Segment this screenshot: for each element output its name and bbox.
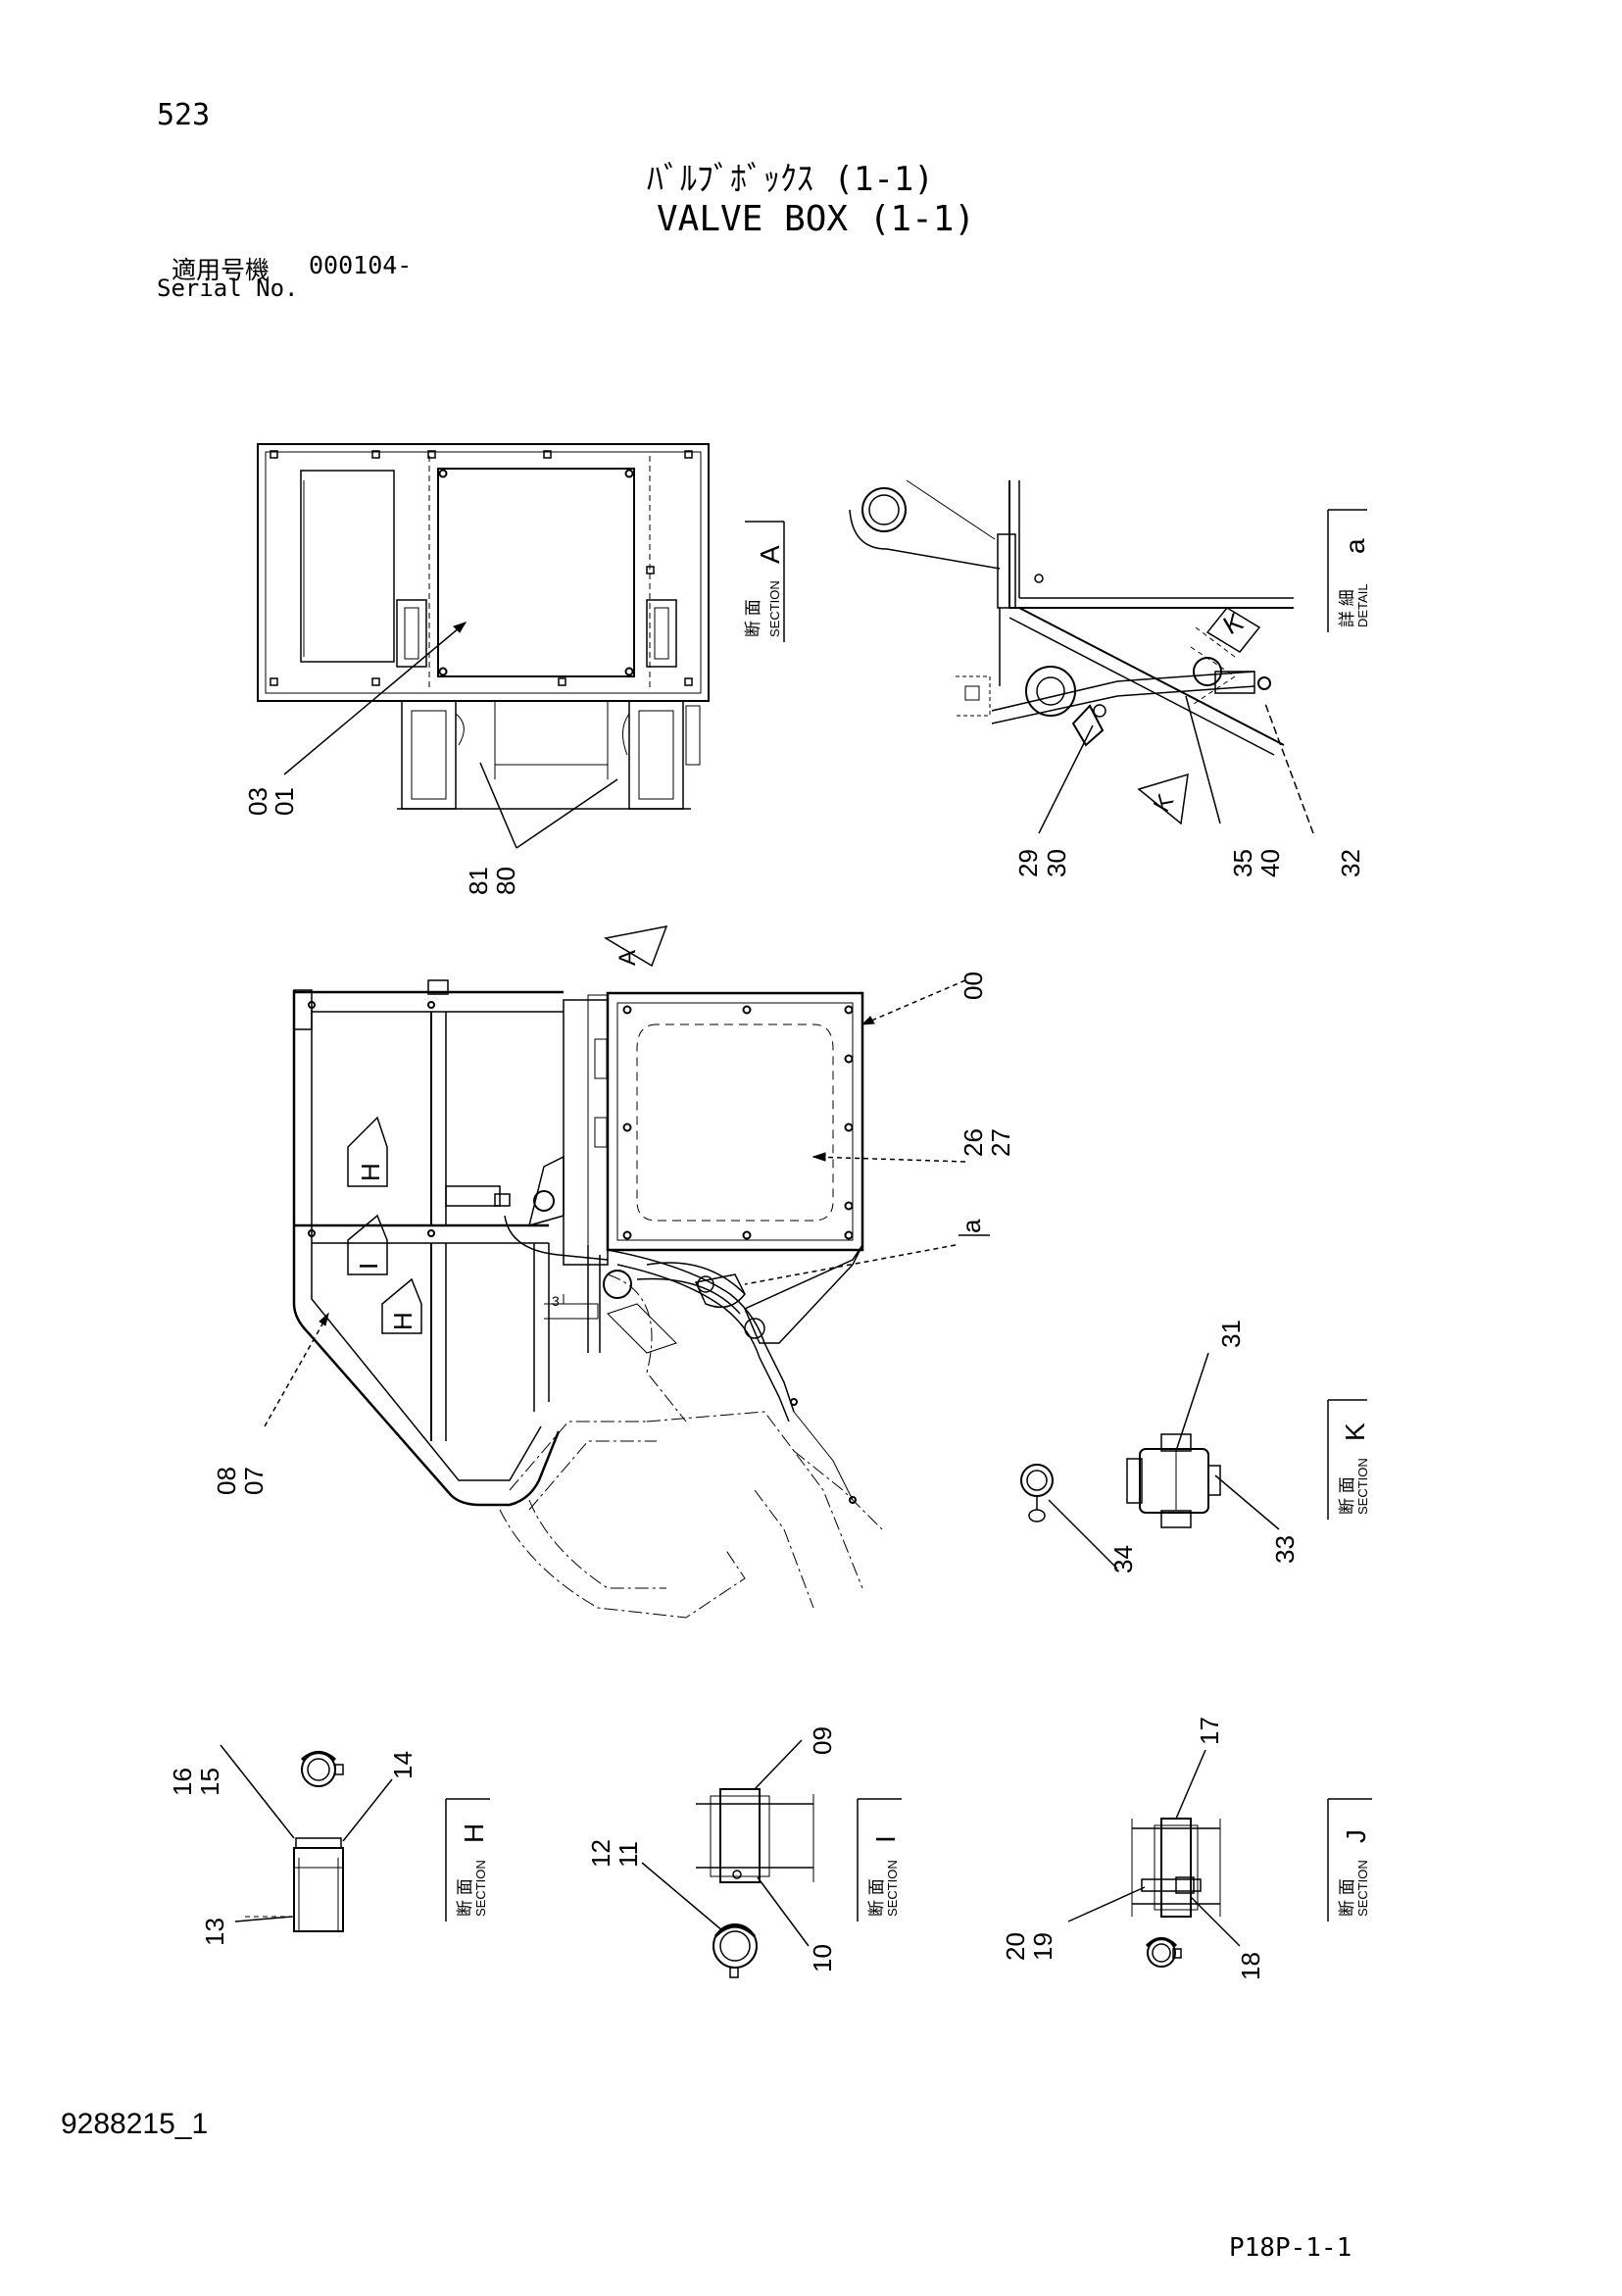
callout-14: 14 — [388, 1751, 418, 1779]
svg-text:3: 3 — [552, 1293, 560, 1309]
section-i-label-jp: 断 面 — [867, 1878, 886, 1917]
svg-text:A: A — [614, 950, 641, 966]
callout-40: 40 — [1255, 849, 1285, 877]
callout-03: 03 — [243, 787, 272, 816]
title-japanese: ﾊﾞﾙﾌﾞﾎﾞｯｸｽ (1-1) — [647, 160, 934, 199]
detail-a-view — [849, 479, 1294, 756]
callout-08: 08 — [212, 1467, 241, 1495]
detail-a-label-en: DETAIL — [1355, 583, 1370, 627]
svg-text:H: H — [388, 1312, 418, 1330]
section-j-label-en: SECTION — [1355, 1860, 1370, 1917]
main-view: 3 — [292, 979, 883, 1619]
callout-18: 18 — [1236, 1952, 1265, 1980]
section-box-k: 断 面 SECTION K — [1327, 1399, 1370, 1520]
callout-07: 07 — [239, 1467, 269, 1495]
callout-26: 26 — [958, 1128, 988, 1157]
section-a-label-en: SECTION — [767, 580, 782, 637]
callout-17: 17 — [1195, 1717, 1224, 1745]
svg-text:I: I — [354, 1263, 383, 1270]
section-k-view — [1020, 1433, 1221, 1528]
section-box-j: 断 面 SECTION J — [1327, 1798, 1372, 1922]
section-i-view — [696, 1788, 814, 1978]
valve-box-outline — [257, 443, 710, 702]
callout-12: 12 — [586, 1839, 615, 1868]
section-i-label-en: SECTION — [885, 1860, 900, 1917]
callout-35: 35 — [1228, 849, 1257, 877]
callout-13: 13 — [200, 1918, 229, 1946]
section-k-label-jp: 断 面 — [1338, 1476, 1356, 1515]
view-marker-k-upper: K — [1205, 606, 1261, 653]
detail-box-a: 詳 細 DETAIL a — [1327, 509, 1370, 632]
callout-10: 10 — [808, 1944, 837, 1972]
detail-a-letter: a — [1340, 538, 1370, 554]
callout-19: 19 — [1028, 1932, 1057, 1961]
section-j-letter: J — [1341, 1829, 1371, 1843]
section-i-letter: I — [870, 1835, 901, 1843]
callout-34: 34 — [1108, 1545, 1138, 1573]
section-a-letter: A — [755, 545, 785, 564]
serial-label-english: Serial No. — [157, 275, 299, 302]
view-marker-i: I — [347, 1214, 388, 1275]
callout-31: 31 — [1216, 1320, 1246, 1348]
section-a-view — [257, 443, 710, 810]
section-box-h: 断 面 SECTION H — [445, 1798, 490, 1922]
section-j-label-jp: 断 面 — [1338, 1878, 1356, 1917]
callout-09: 09 — [808, 1726, 837, 1755]
page-code: P18P-1-1 — [1229, 2233, 1352, 2263]
callout-27: 27 — [986, 1128, 1015, 1157]
section-h-letter: H — [459, 1823, 489, 1843]
title-english: VALVE BOX (1-1) — [657, 199, 976, 239]
serial-value: 000104- — [309, 251, 413, 279]
section-j-view — [1131, 1818, 1221, 1968]
callout-80: 80 — [491, 867, 520, 895]
page-number: 523 — [157, 98, 211, 132]
callout-15: 15 — [195, 1768, 224, 1796]
view-marker-k-lower: K — [1137, 773, 1189, 825]
svg-text:K: K — [1149, 790, 1179, 817]
svg-text:H: H — [356, 1163, 385, 1181]
callout-29: 29 — [1013, 849, 1043, 877]
section-k-letter: K — [1340, 1423, 1370, 1441]
view-marker-h-lower: H — [381, 1277, 422, 1334]
section-h-view — [245, 1751, 344, 1932]
callout-11: 11 — [614, 1841, 643, 1868]
view-marker-a: A — [603, 925, 668, 968]
section-box-a: 断 面 SECTION A — [744, 521, 785, 642]
callout-00: 00 — [958, 972, 988, 1000]
valve-box-body — [606, 991, 864, 1252]
detail-a-label-jp: 詳 細 — [1338, 589, 1356, 627]
section-h-label-en: SECTION — [473, 1860, 488, 1917]
callout-01: 01 — [270, 787, 299, 816]
view-marker-h-upper: H — [347, 1116, 388, 1187]
section-a-label-jp: 断 面 — [744, 599, 762, 637]
document-number: 9288215_1 — [61, 2108, 209, 2140]
side-panel — [300, 470, 395, 663]
view-marker-a-detail-ref: a — [957, 1219, 986, 1233]
callout-33: 33 — [1270, 1535, 1300, 1564]
callout-81: 81 — [464, 867, 493, 895]
callout-16: 16 — [168, 1768, 197, 1796]
section-box-i: 断 面 SECTION I — [857, 1798, 902, 1922]
callout-32: 32 — [1336, 849, 1365, 877]
section-k-label-en: SECTION — [1355, 1458, 1370, 1515]
callout-30: 30 — [1042, 849, 1071, 877]
serial-label-japanese: 適用号機 — [172, 256, 270, 284]
callout-20: 20 — [1001, 1932, 1030, 1961]
svg-text:K: K — [1218, 606, 1249, 640]
valve-box-cover — [437, 468, 635, 677]
section-h-label-jp: 断 面 — [456, 1878, 474, 1917]
